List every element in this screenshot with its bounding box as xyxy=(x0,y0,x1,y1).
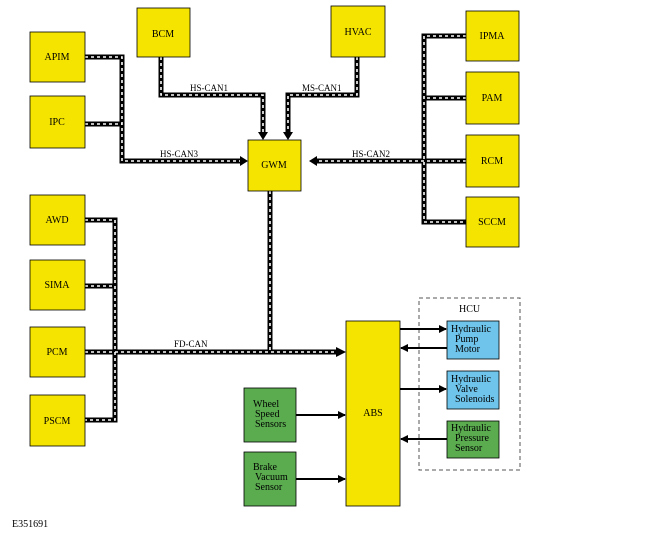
ipma-label: IPMA xyxy=(479,31,505,42)
abs-label: ABS xyxy=(363,408,382,419)
hs-can1-arrowhead xyxy=(258,132,268,140)
hvac-module: HVAC xyxy=(330,5,386,58)
awd-module: AWD xyxy=(29,194,86,246)
brake-line-3: Sensor xyxy=(255,482,283,493)
abs-module: ABS xyxy=(345,320,401,507)
signal-arrows xyxy=(296,325,447,483)
awd-label: AWD xyxy=(45,215,68,226)
rcm-label: RCM xyxy=(481,156,503,167)
hs-can1-bus xyxy=(158,57,266,132)
sccm-module: SCCM xyxy=(465,196,520,248)
hcu-label: HCU xyxy=(459,304,481,315)
wheel-line-1: Wheel xyxy=(253,399,279,410)
hydraulic-pump-motor: Hydraulic Pump Motor xyxy=(446,320,500,360)
apim-label: APIM xyxy=(44,52,69,63)
hydraulic-pressure-sensor: Hydraulic Pressure Sensor xyxy=(446,420,500,459)
bcm-module: BCM xyxy=(136,7,191,58)
pscm-label: PSCM xyxy=(44,416,71,427)
valve-line-3: Solenoids xyxy=(455,394,495,405)
fd-can-arrowhead xyxy=(336,347,346,357)
wheel-speed-sensors: Wheel Speed Sensors xyxy=(243,387,297,443)
pam-label: PAM xyxy=(482,93,503,104)
svg-text:Hydraulic Valve: Hydraulic Valve Solenoids xyxy=(451,374,495,405)
hcu-group: HCU Hydraulic Pump Motor Hydraulic Valve… xyxy=(418,297,521,471)
ipc-module: IPC xyxy=(29,95,86,149)
brake-line-1: Brake xyxy=(253,462,277,473)
pam-module: PAM xyxy=(465,71,520,125)
svg-text:Hydraulic Pump: Hydraulic Pump Motor xyxy=(451,324,494,355)
hs-can3-bus xyxy=(85,54,242,164)
apim-module: APIM xyxy=(29,31,86,83)
pcm-module: PCM xyxy=(29,326,86,378)
pressure-line-3: Sensor xyxy=(455,443,483,454)
bcm-label: BCM xyxy=(152,29,174,40)
ms-can1-bus xyxy=(285,57,360,132)
hydraulic-valve-solenoids: Hydraulic Valve Solenoids xyxy=(446,370,500,410)
svg-text:Brake Vacuum Senso: Brake Vacuum Sensor xyxy=(253,462,290,493)
ms-can1-label: MS-CAN1 xyxy=(302,83,342,93)
pressure-line-2: Pressure xyxy=(455,433,489,444)
svg-text:Wheel Speed Sensor: Wheel Speed Sensors xyxy=(253,399,286,430)
wheel-line-2: Speed xyxy=(255,409,279,420)
hs-can1-label: HS-CAN1 xyxy=(190,83,228,93)
sccm-label: SCCM xyxy=(478,217,506,228)
hs-can3-label: HS-CAN3 xyxy=(160,149,199,159)
ms-can1-arrowhead xyxy=(283,132,293,140)
hs-can2-label: HS-CAN2 xyxy=(352,149,390,159)
ipma-module: IPMA xyxy=(465,10,520,62)
hs-can3-arrowhead xyxy=(240,156,248,166)
pscm-module: PSCM xyxy=(29,394,86,447)
valve-line-1: Hydraulic xyxy=(451,374,492,385)
ipc-label: IPC xyxy=(49,117,65,128)
brake-line-2: Vacuum xyxy=(255,472,288,483)
gwm-label: GWM xyxy=(261,160,287,171)
gwm-module: GWM xyxy=(247,139,302,192)
valve-line-2: Valve xyxy=(455,384,478,395)
sima-label: SIMA xyxy=(44,280,70,291)
hs-can2-bus xyxy=(315,33,466,225)
figure-reference: E351691 xyxy=(12,519,48,530)
sima-module: SIMA xyxy=(29,259,86,311)
brake-vacuum-sensor: Brake Vacuum Sensor xyxy=(243,451,297,507)
fd-can-label: FD-CAN xyxy=(174,339,208,349)
pump-line-3: Motor xyxy=(455,344,481,355)
wheel-line-3: Sensors xyxy=(255,419,286,430)
pump-line-2: Pump xyxy=(455,334,478,345)
bus-lines xyxy=(85,33,466,423)
svg-text:Hydraulic Pressure: Hydraulic Pressure Sensor xyxy=(451,423,494,454)
rcm-module: RCM xyxy=(465,134,520,188)
pressure-line-1: Hydraulic xyxy=(451,423,492,434)
hs-can2-arrowhead xyxy=(309,156,317,166)
pcm-label: PCM xyxy=(46,347,67,358)
fd-can-bus xyxy=(85,191,336,423)
hvac-label: HVAC xyxy=(344,27,371,38)
pump-line-1: Hydraulic xyxy=(451,324,492,335)
